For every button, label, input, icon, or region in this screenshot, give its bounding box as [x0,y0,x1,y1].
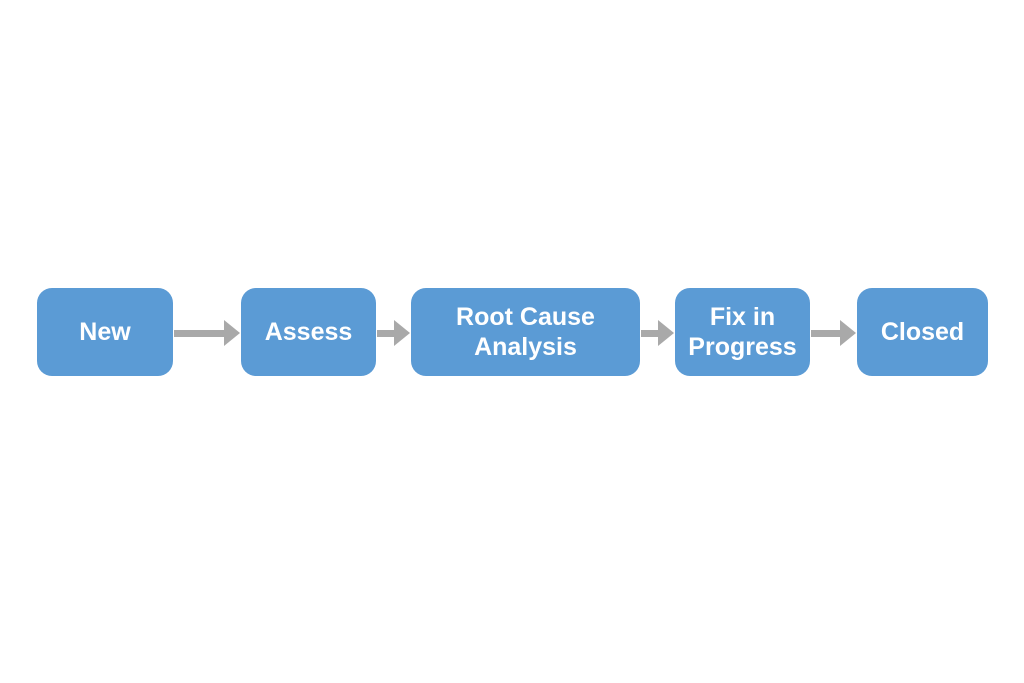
flow-node-label: Assess [264,318,353,346]
flow-node-fix-in-progress: Fix in Progress [675,288,810,376]
flow-node-label: New [79,318,131,346]
flow-arrow-fix-to-closed [811,320,856,346]
flow-arrow-rca-to-fix [641,320,674,346]
arrow-head-icon [394,320,410,346]
flow-node-closed: Closed [857,288,988,376]
flow-arrow-new-to-assess [174,320,240,346]
flow-arrow-assess-to-rca [377,320,410,346]
flow-node-assess: Assess [241,288,376,376]
arrow-shaft [174,329,224,337]
arrow-shaft [811,329,840,337]
flow-node-label: Closed [880,318,965,346]
arrow-head-icon [840,320,856,346]
flow-node-label: Root Cause Analysis [456,303,595,361]
flow-node-new: New [37,288,173,376]
arrow-shaft [377,329,394,337]
flow-node-label: Fix in Progress [688,303,797,361]
arrow-shaft [641,329,658,337]
flow-node-root-cause-analysis: Root Cause Analysis [411,288,640,376]
arrow-head-icon [224,320,240,346]
arrow-head-icon [658,320,674,346]
